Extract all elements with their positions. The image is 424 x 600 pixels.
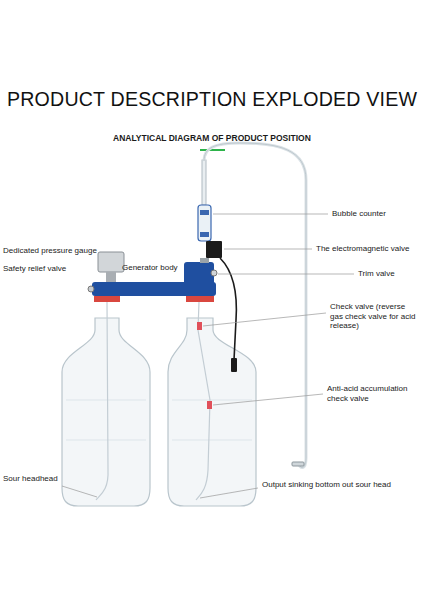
cap-ring	[186, 296, 214, 302]
trim-valve	[211, 270, 217, 276]
pressure-gauge	[98, 252, 124, 272]
bottle	[168, 318, 256, 506]
bottle	[62, 318, 150, 506]
output-tube	[204, 143, 306, 468]
bubble-counter-band	[200, 232, 209, 237]
bottle-ridge	[66, 400, 146, 440]
part-label: Trim valve	[358, 269, 395, 279]
output-tube-edge	[204, 143, 306, 468]
bottle-ridge	[172, 400, 252, 440]
part-label: Anti-acid accumulation check valve	[327, 384, 417, 403]
safety-relief-valve	[88, 286, 94, 292]
subtitle: ANALYTICAL DIAGRAM OF PRODUCT POSITION	[113, 133, 311, 143]
part-label: Dedicated pressure gauge	[3, 246, 97, 256]
valve-stem	[200, 258, 209, 263]
electromagnetic-valve	[206, 241, 222, 258]
part-label: Output sinking bottom out sour head	[262, 480, 420, 490]
wire-plug	[231, 358, 237, 372]
power-wire	[220, 258, 236, 360]
diffuser	[292, 462, 304, 466]
gauge-stem	[106, 272, 116, 282]
generator-body	[184, 262, 214, 296]
part-label: The electromagnetic valve	[316, 244, 409, 254]
title-underline	[200, 149, 225, 151]
bubble-counter-band	[200, 210, 209, 215]
check-valve	[197, 322, 202, 330]
part-label: Safety relief valve	[3, 264, 66, 274]
leader-lines	[62, 214, 354, 498]
bubble-counter	[198, 205, 211, 241]
cap-ring	[94, 296, 120, 302]
tube	[202, 160, 206, 205]
part-label: Bubble counter	[332, 209, 386, 219]
part-label: Check valve (reverse gas check valve for…	[330, 302, 420, 331]
part-label: Generator body	[122, 263, 178, 273]
part-label: Sour headhead	[3, 474, 58, 484]
check-valve	[207, 401, 212, 409]
inner-tube	[96, 302, 108, 500]
page-title: PRODUCT DESCRIPTION EXPLODED VIEW	[7, 88, 417, 112]
